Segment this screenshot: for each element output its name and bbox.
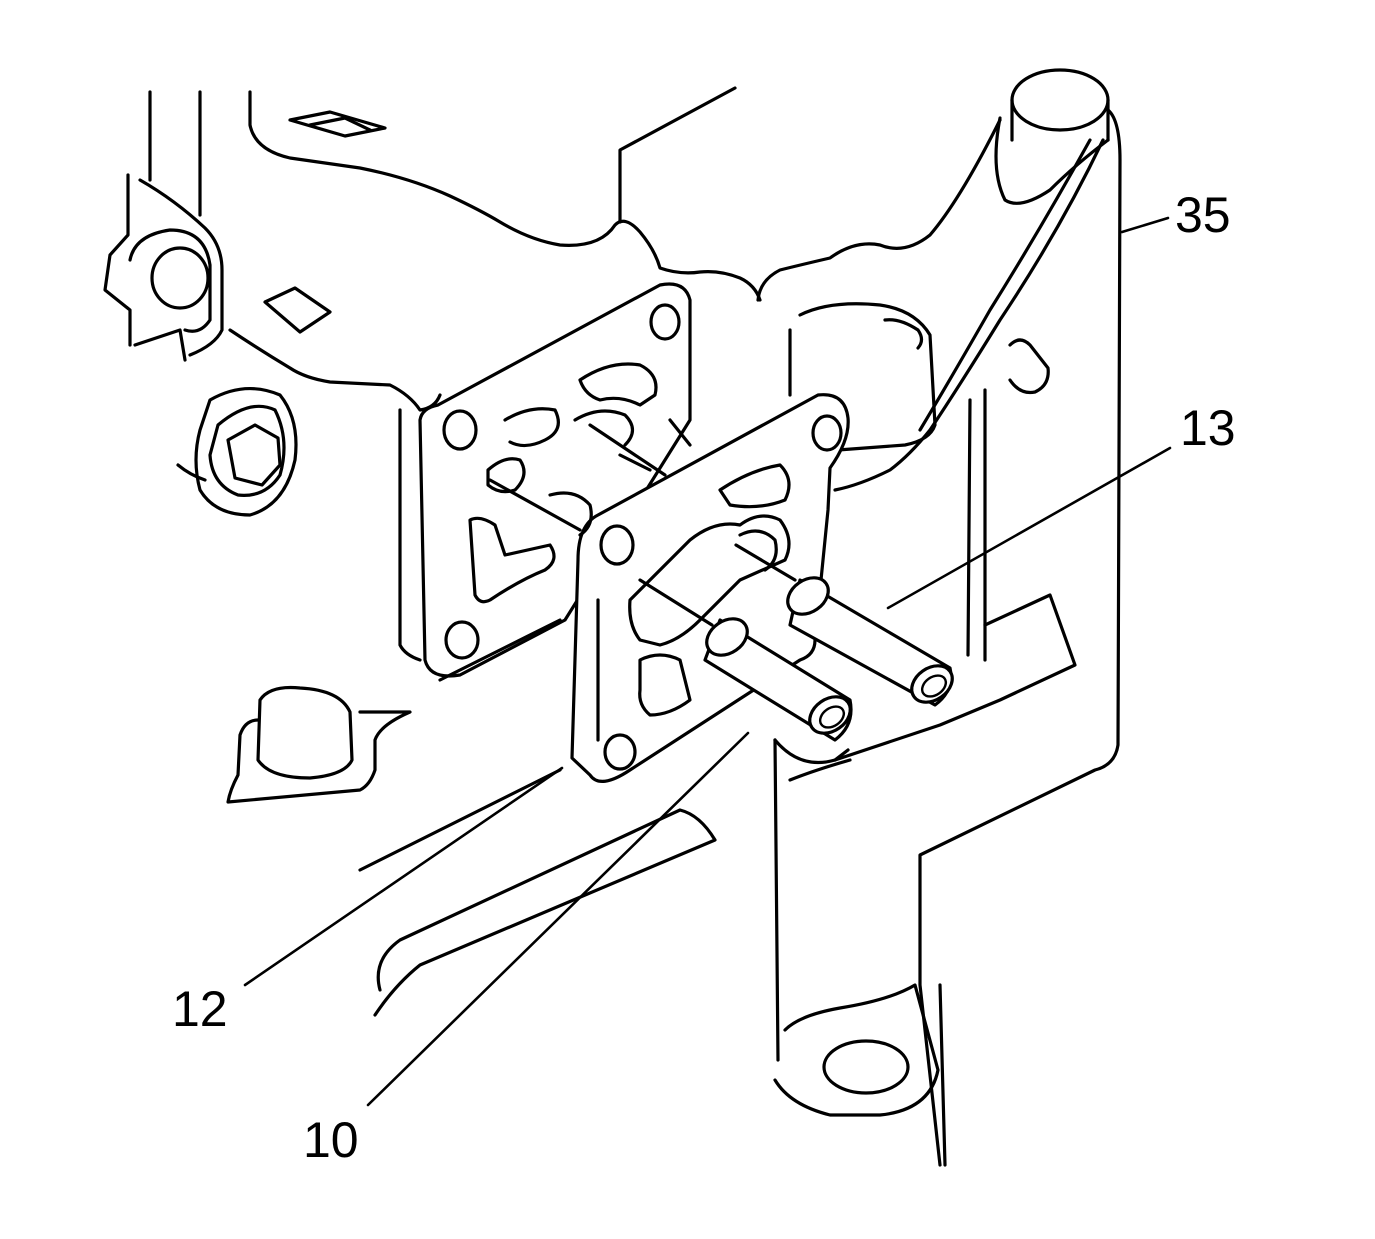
- bolt-head: [176, 386, 298, 517]
- housing-face-plate: [418, 282, 692, 678]
- lower-housing-strips: [358, 618, 717, 1017]
- lower-left-cap: [226, 685, 412, 804]
- callout-35: 35: [1175, 187, 1231, 243]
- leader-35: [1120, 216, 1170, 234]
- leader-13: [886, 446, 1172, 610]
- bracket-35: [756, 68, 1122, 1167]
- rear-pin-stubs: [488, 423, 667, 537]
- gasket-12: [570, 393, 850, 783]
- dowel-pin-10: [638, 578, 853, 742]
- callout-10: 10: [303, 1112, 359, 1168]
- leader-12: [243, 766, 564, 987]
- left-mounting-boss: [103, 173, 224, 362]
- dowel-pin-13: [734, 543, 954, 707]
- callout-12: 12: [172, 981, 228, 1037]
- housing-casting: [148, 86, 762, 662]
- leader-10: [366, 731, 750, 1107]
- callout-13: 13: [1180, 400, 1236, 456]
